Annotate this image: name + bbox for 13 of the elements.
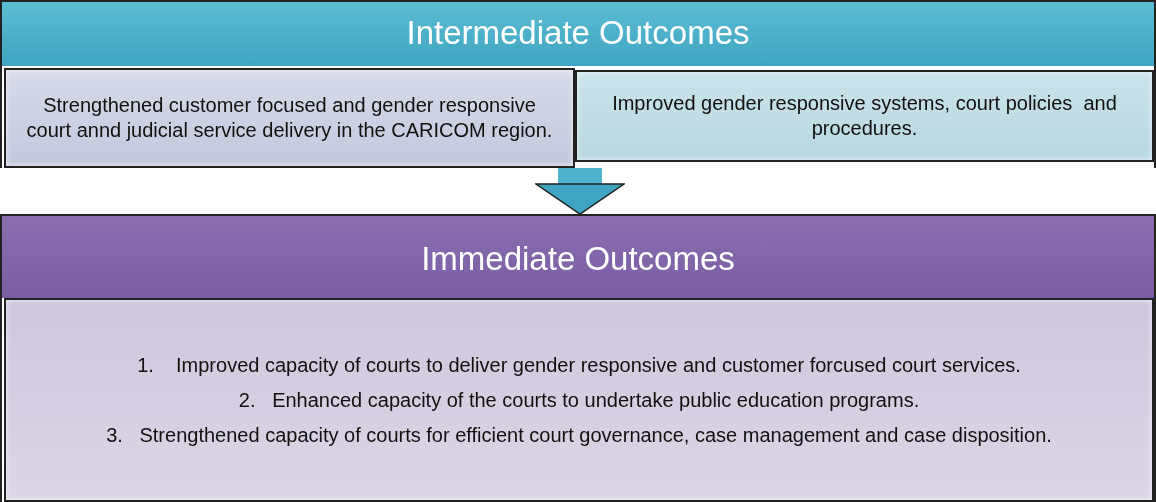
outcome-band xyxy=(0,214,1156,502)
outcome-text: Improved gender responsive systems, court policies and procedures. xyxy=(611,91,1118,141)
outcome-band xyxy=(0,0,1156,168)
outcome-text: Strengthened customer focused and gender responsive court annd judicial service delivery in the CARICOM region. xyxy=(25,93,554,143)
band-title: Intermediate Outcomes xyxy=(405,14,751,52)
outcome-box xyxy=(575,70,1154,162)
list-item: 3. Strengthened capacity of courts for efficient court governance, case management and case disposition. xyxy=(106,422,1052,448)
outcome-list-box xyxy=(4,298,1154,502)
list-item: 1. Improved capacity of courts to deliver gender responsive and customer forcused court services. xyxy=(137,352,1021,378)
outcome-box xyxy=(4,68,575,168)
down-arrow xyxy=(535,168,625,215)
band-title: Immediate Outcomes xyxy=(420,240,736,278)
list-item: 2. Enhanced capacity of the courts to undertake public education programs. xyxy=(238,387,920,413)
